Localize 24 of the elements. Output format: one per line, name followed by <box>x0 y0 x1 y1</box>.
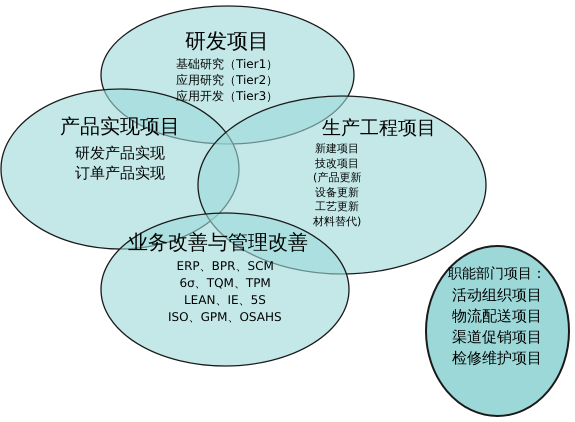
item-text: 订单产品实现 <box>75 166 165 181</box>
item-text: 检修维护项目 <box>452 351 542 366</box>
item-text: 研发产品实现 <box>75 146 165 161</box>
heading: 职能部门项目： <box>448 267 546 281</box>
item-text: 活动组织项目 <box>452 288 542 303</box>
heading: 业务改善与管理改善 <box>128 232 308 252</box>
item-text: (产品更新 <box>313 172 362 183</box>
heading: 生产工程项目 <box>322 119 436 138</box>
item-text: 应用研究（Tier2） <box>176 74 278 86</box>
item-text: 基础研究（Tier1） <box>176 58 278 70</box>
item-text: ISO、GPM、OSAHS <box>168 311 282 323</box>
item-text: 应用开发（Tier3） <box>176 90 278 102</box>
item-text: 新建项目 <box>315 143 359 154</box>
heading: 产品实现项目 <box>60 116 180 136</box>
item-text: 技改项目 <box>315 158 359 168</box>
item-text: 设备更新 <box>315 186 359 198</box>
item-text: 物流配送项目 <box>452 309 542 324</box>
item-text: LEAN、IE、5S <box>184 294 266 306</box>
item-text: 工艺更新 <box>315 201 359 212</box>
item-text: 6σ、TQM、TPM <box>180 277 271 289</box>
item-text: 渠道促销项目 <box>452 330 542 345</box>
item-text: 材料替代) <box>313 216 362 226</box>
heading: 研发项目 <box>185 31 269 52</box>
item-text: ERP、BPR、SCM <box>176 260 274 272</box>
